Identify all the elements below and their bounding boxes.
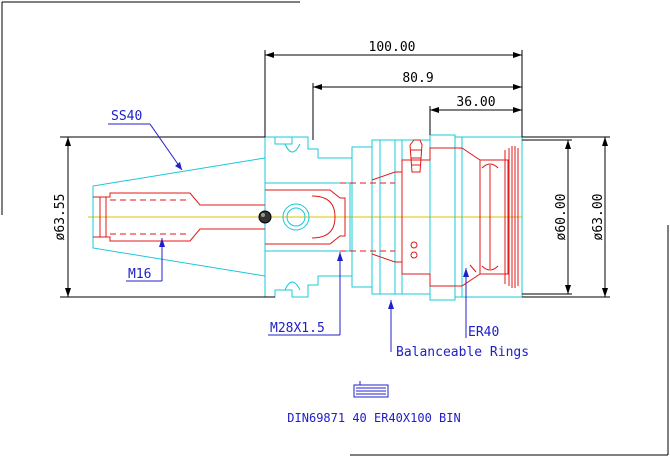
collet-callout: ER40	[468, 325, 499, 340]
back-thread-callout: M16	[128, 267, 151, 282]
dimension-lines-right	[522, 136, 610, 298]
outer-diameter-dim: ø63.00	[591, 194, 606, 241]
nut-length-dim: 36.00	[456, 95, 495, 110]
taper-diameter-dim: ø63.55	[53, 194, 68, 241]
internal-features	[93, 139, 519, 288]
brand-logo: iscar	[353, 381, 389, 398]
retention-thread-callout: M28X1.5	[270, 321, 325, 336]
taper-callout: SS40	[111, 109, 142, 124]
callout-leaders	[108, 123, 469, 352]
part-caption: DIN69871 40 ER40X100 BIN	[287, 411, 460, 425]
collet-diameter-dim: ø60.00	[554, 194, 569, 241]
dimension-lines-left	[60, 136, 275, 298]
flange-length-dim: 80.9	[402, 71, 433, 86]
overall-length-dim: 100.00	[369, 40, 416, 55]
datum-ball	[258, 210, 272, 224]
balance-rings-callout: Balanceable Rings	[396, 345, 529, 360]
dimension-lines-top	[264, 50, 523, 140]
